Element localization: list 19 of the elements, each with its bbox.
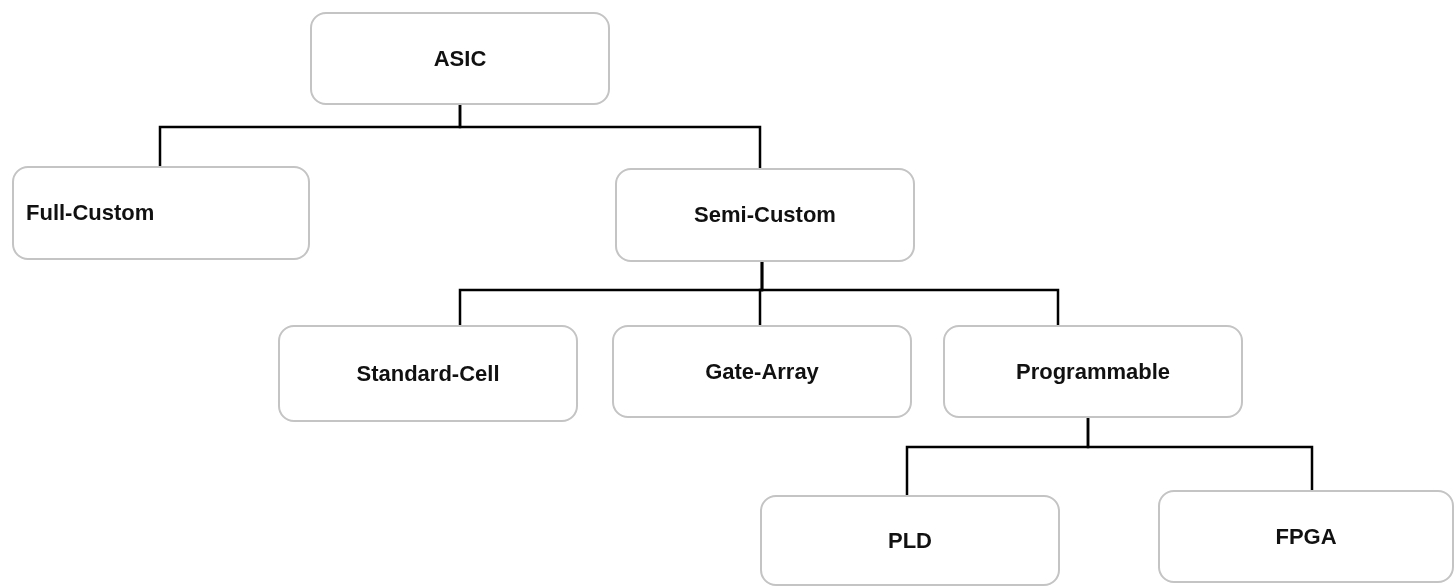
category-box bbox=[1158, 490, 1454, 583]
category-box bbox=[612, 325, 912, 418]
category-box bbox=[760, 495, 1060, 586]
box-label: Semi-Custom bbox=[694, 202, 836, 228]
box-label: Standard-Cell bbox=[356, 360, 500, 387]
connector-line bbox=[458, 105, 762, 168]
box-label: ASIC bbox=[433, 45, 487, 72]
box-label: Gate-Array bbox=[705, 358, 819, 385]
category-box bbox=[615, 168, 915, 262]
connector-line bbox=[760, 262, 1060, 325]
category-box bbox=[12, 166, 310, 260]
box-label: FPGA bbox=[1275, 523, 1337, 550]
category-box bbox=[278, 325, 578, 422]
box-label: Programmable bbox=[1015, 358, 1171, 385]
box-label: PLD bbox=[888, 527, 932, 554]
category-box bbox=[943, 325, 1243, 418]
category-box bbox=[310, 12, 610, 105]
connector-line bbox=[1086, 418, 1314, 490]
box-label: Full-Custom bbox=[26, 200, 155, 226]
